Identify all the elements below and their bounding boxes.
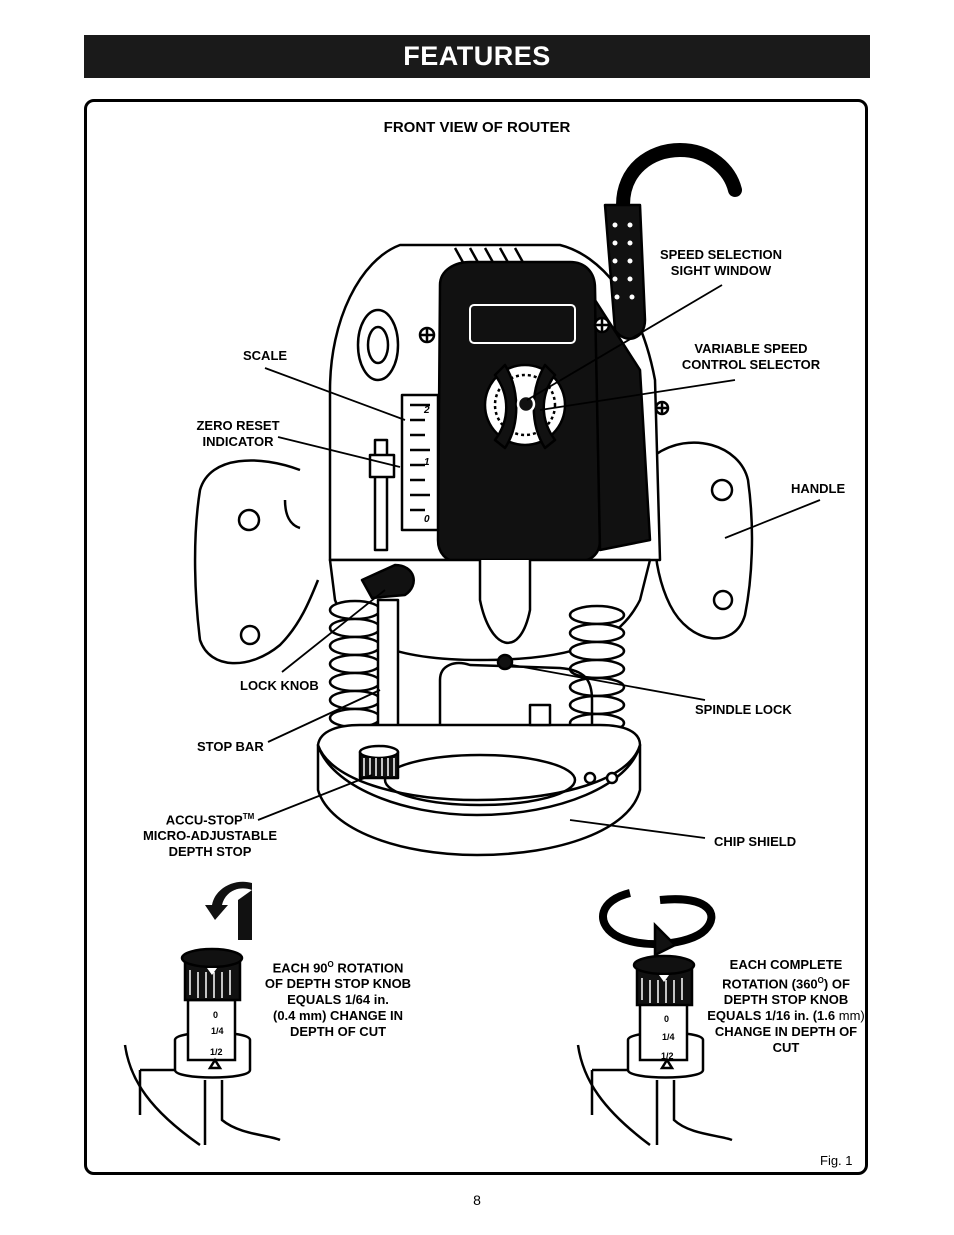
label-accu-stop: ACCU-STOPTM MICRO-ADJUSTABLE DEPTH STOP [142, 812, 278, 860]
left-handle-shape [193, 459, 320, 665]
chip-shield [438, 661, 594, 750]
right-handle-shape [653, 441, 754, 640]
sub-base [316, 743, 642, 857]
left-handle-hole-bottom [239, 624, 261, 646]
right-detail-illustration [576, 889, 733, 1147]
knob-mark-half-left: 1/2 [210, 1047, 223, 1057]
power-cord [616, 143, 742, 212]
right-handle-hole-bottom [712, 589, 734, 611]
lock-knob [360, 563, 415, 600]
left-boss [356, 308, 400, 382]
section-title: FEATURES [403, 41, 551, 71]
figure-title: FRONT VIEW OF ROUTER [383, 119, 571, 136]
page-number: 8 [473, 1192, 481, 1208]
label-variable-speed-selector: VARIABLE SPEED CONTROL SELECTOR [681, 341, 821, 372]
label-handle: HANDLE [791, 481, 846, 496]
counterclockwise-arrow [205, 881, 252, 940]
spindle-lock-button [496, 653, 514, 671]
left-spring [328, 599, 382, 747]
figure-frame [84, 99, 868, 1175]
note-full-rotation: EACH COMPLETE ROTATION (360O) OF DEPTH S… [707, 957, 865, 1056]
label-chip-shield: CHIP SHIELD [714, 834, 797, 849]
figure-caption: Fig. 1 [820, 1153, 853, 1168]
left-detail-illustration [123, 881, 281, 1147]
speed-sight-window [469, 304, 576, 344]
label-scale: SCALE [243, 348, 288, 363]
scale-mark-0: 0 [424, 514, 430, 525]
knob-mark-0-right: 0 [664, 1014, 669, 1024]
knob-mark-quarter-left: 1/4 [211, 1026, 224, 1036]
knob-mark-0-left: 0 [213, 1010, 218, 1020]
scale-mark-2: 2 [423, 405, 430, 416]
knob-mark-half-right: 1/2 [661, 1051, 674, 1061]
depth-scale [400, 393, 440, 532]
label-lock-knob: LOCK KNOB [240, 678, 319, 693]
label-spindle-lock: SPINDLE LOCK [695, 702, 792, 717]
cord-protector [603, 203, 647, 340]
label-stop-bar: STOP BAR [197, 739, 264, 754]
note-quarter-rotation: EACH 90O ROTATION OF DEPTH STOP KNOB EQU… [264, 960, 412, 1040]
label-zero-reset-indicator: ZERO RESET INDICATOR [196, 418, 280, 449]
scale-mark-1: 1 [424, 457, 430, 468]
right-handle-hole-top [710, 478, 734, 502]
label-speed-sight-window: SPEED SELECTION SIGHT WINDOW [659, 247, 783, 278]
section-header-bar: FEATURES [84, 35, 870, 78]
knob-mark-quarter-right: 1/4 [662, 1032, 675, 1042]
left-handle-hole-top [237, 508, 261, 532]
